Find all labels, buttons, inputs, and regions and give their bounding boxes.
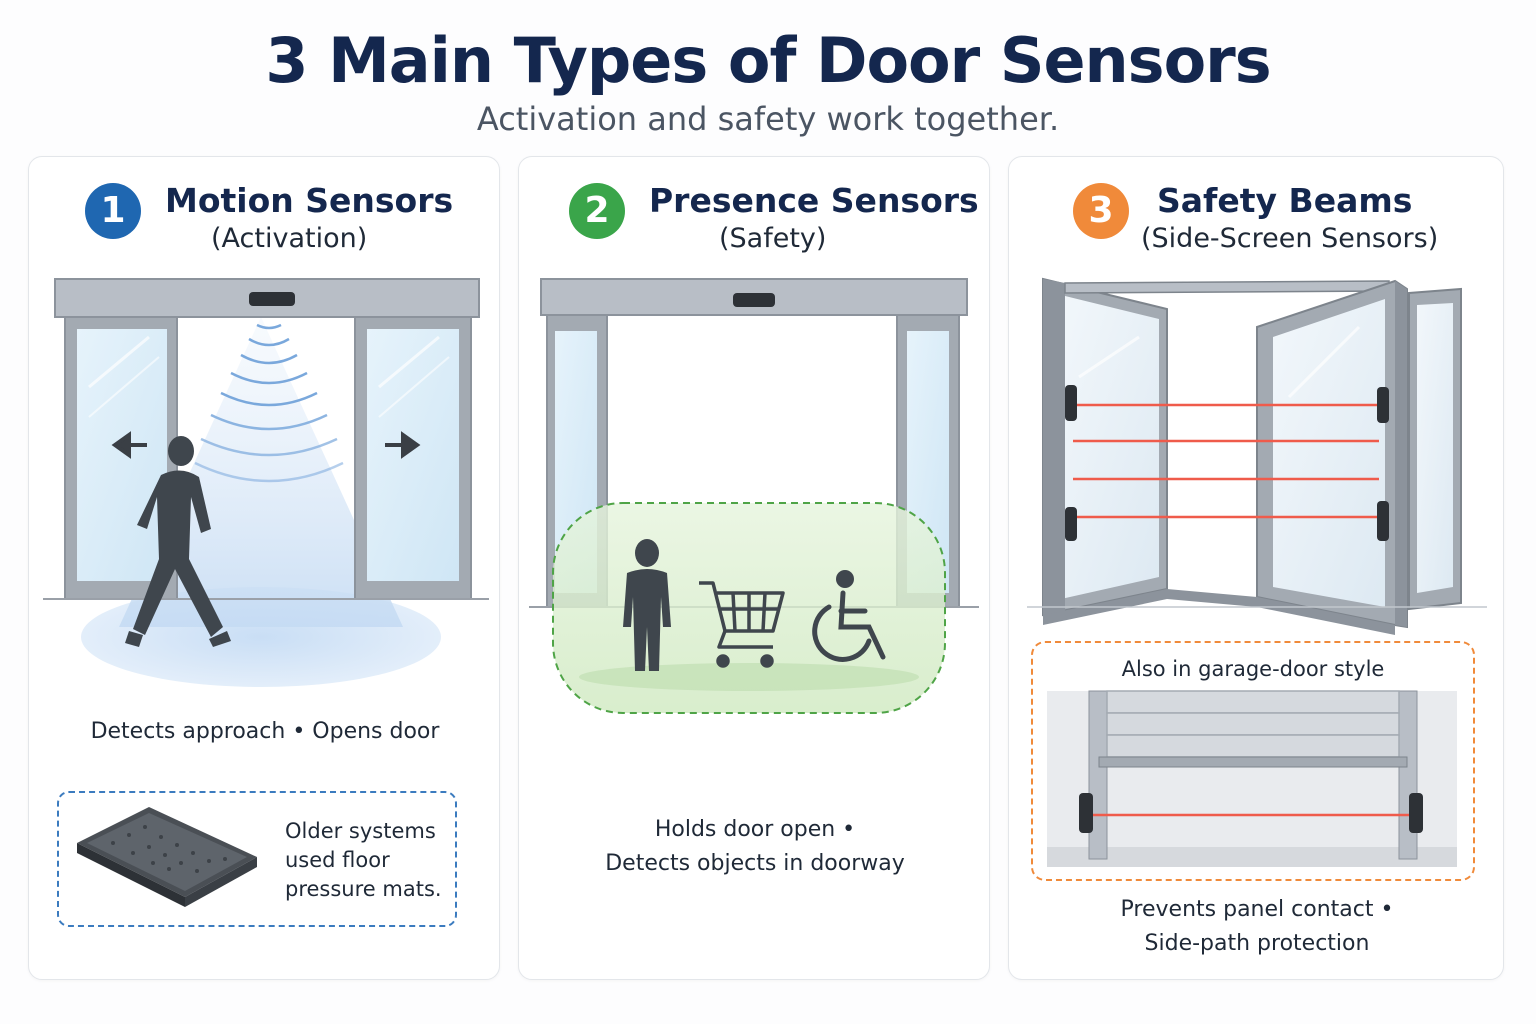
sliding-door-illustration (43, 278, 489, 687)
card-motion-sensors: 1 Motion Sensors (Activation) Detects ap… (28, 156, 500, 980)
card-presence-sensors: 2 Presence Sensors (Safety) Holds door o… (518, 156, 990, 980)
card-subtitle: (Activation) (211, 223, 368, 254)
card-subtitle: (Side-Screen Sensors) (1141, 223, 1439, 254)
badge-number-3: 3 (1073, 183, 1129, 239)
shopping-cart-icon (699, 581, 785, 668)
card-safety-beams: 3 Safety Beams (Side-Screen Sensors) Als… (1008, 156, 1504, 980)
card-caption: Holds door open • Detects objects in doo… (605, 817, 905, 876)
badge-number-2: 2 (569, 183, 625, 239)
card-title: Motion Sensors (165, 181, 454, 220)
presence-sensor-unit (733, 293, 775, 307)
walking-person-icon (125, 436, 231, 647)
pressure-mat-text: Older systems used floor pressure mats. (285, 819, 442, 901)
pressure-mat-note (57, 791, 457, 927)
wheelchair-icon (812, 570, 886, 662)
motion-sensor-unit (249, 292, 295, 306)
detection-waves-icon (194, 323, 344, 483)
garage-inset-label: Also in garage-door style (1121, 657, 1385, 681)
safety-beam-lines (1073, 403, 1379, 519)
card-caption: Prevents panel contact • Side-path prote… (1120, 897, 1394, 956)
card-title: Presence Sensors (649, 181, 979, 220)
beam-sensor-icon (1065, 385, 1389, 541)
open-doorway-illustration (529, 278, 979, 714)
card-title: Safety Beams (1157, 181, 1413, 220)
arrow-right-icon (385, 431, 421, 459)
page-subtitle: Activation and safety work together. (476, 100, 1060, 138)
badge-number-1: 1 (85, 183, 141, 239)
swing-door-illustration (1027, 277, 1487, 635)
card-caption: Detects approach • Opens door (90, 719, 440, 744)
page-title: 3 Main Types of Door Sensors (265, 24, 1271, 97)
detection-cone (119, 317, 403, 627)
card-subtitle: (Safety) (719, 223, 827, 254)
garage-door-inset (1031, 641, 1475, 881)
arrow-left-icon (111, 431, 147, 459)
person-icon (623, 539, 671, 671)
